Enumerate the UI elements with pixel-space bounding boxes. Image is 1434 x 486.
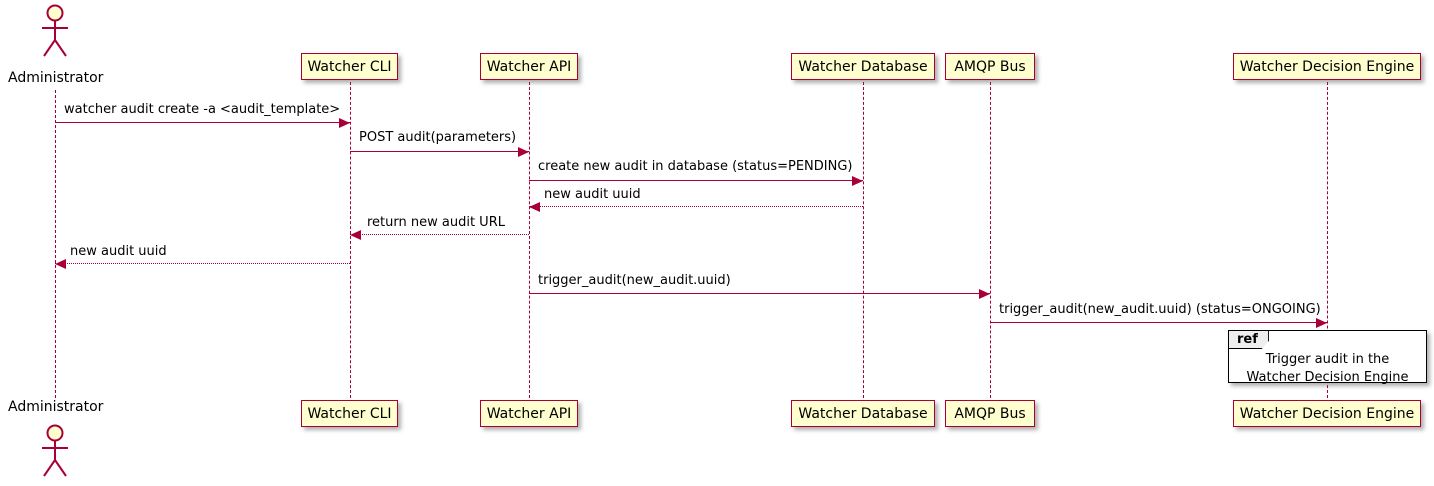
lifeline-amqp-bus	[990, 82, 991, 398]
participant-label: Watcher API	[486, 405, 572, 422]
lifeline-watcher-database	[863, 82, 864, 398]
message-label-m7: trigger_audit(new_audit.uuid)	[538, 273, 731, 288]
message-line-m3	[529, 180, 863, 181]
participant-label: Watcher Database	[798, 405, 928, 422]
participant-watcher-api-top[interactable]: Watcher API	[480, 53, 578, 80]
participant-watcher-cli-bottom[interactable]: Watcher CLI	[301, 400, 398, 427]
message-arrowhead-m2	[518, 146, 529, 157]
participant-label: Watcher Database	[798, 58, 928, 75]
actor-administrator-bottom	[39, 424, 71, 478]
message-line-m1	[55, 122, 350, 123]
lifeline-watcher-decision-engine	[1327, 82, 1328, 398]
participant-amqp-bus-bottom[interactable]: AMQP Bus	[945, 400, 1035, 427]
message-label-m8: trigger_audit(new_audit.uuid) (status=ON…	[999, 302, 1321, 317]
message-label-m2: POST audit(parameters)	[359, 130, 517, 145]
message-label-m1: watcher audit create -a <audit_template>	[64, 102, 341, 117]
message-label-m5: return new audit URL	[367, 215, 505, 230]
participant-watcher-database-top[interactable]: Watcher Database	[791, 53, 935, 80]
message-line-m4	[529, 206, 863, 207]
message-arrowhead-m8	[1316, 317, 1327, 328]
participant-watcher-database-bottom[interactable]: Watcher Database	[791, 400, 935, 427]
fragment-ref-tab: ref	[1229, 331, 1269, 349]
message-line-m2	[350, 151, 529, 152]
message-arrowhead-m6	[55, 258, 66, 269]
participant-watcher-decision-engine-top[interactable]: Watcher Decision Engine	[1233, 53, 1421, 80]
message-label-m6: new audit uuid	[70, 244, 167, 259]
participant-watcher-api-bottom[interactable]: Watcher API	[480, 400, 578, 427]
message-arrowhead-m3	[852, 175, 863, 186]
message-arrowhead-m1	[339, 117, 350, 128]
message-line-m6	[55, 263, 350, 264]
lifeline-administrator	[55, 90, 56, 398]
message-line-m5	[350, 234, 529, 235]
message-label-m3: create new audit in database (status=PEN…	[538, 159, 853, 174]
participant-label: Watcher API	[486, 58, 572, 75]
participant-label: Watcher CLI	[307, 405, 392, 422]
lifeline-watcher-cli	[350, 82, 351, 398]
participant-amqp-bus-top[interactable]: AMQP Bus	[945, 53, 1035, 80]
message-arrowhead-m7	[979, 288, 990, 299]
message-line-m8	[990, 322, 1327, 323]
fragment-ref-line: Watcher Decision Engine	[1246, 369, 1409, 385]
message-arrowhead-m5	[350, 229, 361, 240]
message-label-m4: new audit uuid	[544, 187, 641, 202]
participant-watcher-cli-top[interactable]: Watcher CLI	[301, 53, 398, 80]
actor-label-administrator-top: Administrator	[8, 70, 104, 86]
actor-label-administrator-bottom: Administrator	[8, 399, 104, 415]
message-arrowhead-m4	[529, 201, 540, 212]
fragment-ref-line: Trigger audit in the	[1265, 352, 1390, 367]
participant-label: Watcher CLI	[307, 58, 392, 75]
participant-label: AMQP Bus	[954, 405, 1026, 422]
participant-label: Watcher Decision Engine	[1239, 405, 1415, 422]
actor-administrator-top	[39, 4, 71, 58]
lifeline-watcher-api	[529, 82, 530, 398]
participant-label: AMQP Bus	[954, 58, 1026, 75]
participant-watcher-decision-engine-bottom[interactable]: Watcher Decision Engine	[1233, 400, 1421, 427]
message-line-m7	[529, 293, 990, 294]
participant-label: Watcher Decision Engine	[1239, 58, 1415, 75]
